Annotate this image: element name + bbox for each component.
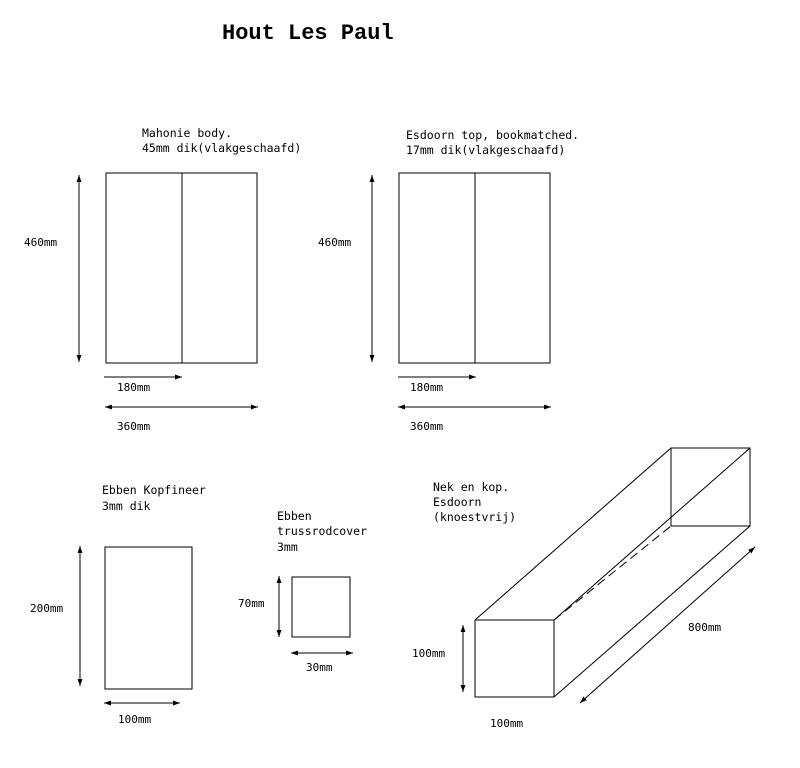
- maple-top-label: Esdoorn top, bookmatched.: [406, 128, 579, 142]
- maple-height-dim: 460mm: [318, 236, 351, 249]
- trussrod-cover-board: [291, 576, 351, 638]
- neck-block-top-left-edge: [474, 447, 672, 621]
- neck-width-dim: 100mm: [490, 717, 523, 730]
- headveneer-height-dim: 200mm: [30, 602, 63, 615]
- neck-block-back-face: [670, 447, 751, 527]
- mahogany-body-thickness: 45mm dik(vlakgeschaafd): [142, 141, 301, 155]
- neck-head-group: Nek en kop. Esdoorn (knoestvrij) 800mm 1…: [412, 447, 756, 730]
- trussrod-cover-group: Ebben trussrodcover 3mm 70mm 30mm: [238, 509, 367, 674]
- neck-block-front-face: [474, 619, 555, 698]
- ebony-headveneer-label: Ebben Kopfineer: [102, 483, 206, 497]
- neck-head-wood: Esdoorn: [433, 495, 481, 509]
- ebony-headveneer-thickness: 3mm dik: [102, 499, 151, 513]
- neck-block-bottom-right-edge: [553, 525, 751, 698]
- maple-width-dim: 360mm: [410, 420, 443, 433]
- neck-length-dim: 800mm: [688, 621, 721, 634]
- ebony-headveneer-group: Ebben Kopfineer 3mm dik 200mm 100mm: [30, 483, 206, 726]
- ebony-headveneer-board: [104, 546, 193, 690]
- neck-block-top-right-edge: [553, 447, 751, 621]
- neck-height-dim: 100mm: [412, 647, 445, 660]
- mahogany-body-group: Mahonie body. 45mm dik(vlakgeschaafd) 46…: [24, 126, 301, 433]
- neck-head-knotfree: (knoestvrij): [433, 510, 516, 524]
- trussrod-height-dim: 70mm: [238, 597, 265, 610]
- trussrod-width-dim: 30mm: [306, 661, 333, 674]
- mahogany-height-dim: 460mm: [24, 236, 57, 249]
- neck-block-hidden-edge: [553, 525, 672, 621]
- trussrod-cover-thickness: 3mm: [277, 540, 298, 554]
- trussrod-cover-label-2: trussrodcover: [277, 524, 367, 538]
- mahogany-width-dim: 360mm: [117, 420, 150, 433]
- maple-top-group: Esdoorn top, bookmatched. 17mm dik(vlakg…: [318, 128, 579, 433]
- maple-top-thickness: 17mm dik(vlakgeschaafd): [406, 143, 565, 157]
- mahogany-body-label: Mahonie body.: [142, 126, 232, 140]
- headveneer-width-dim: 100mm: [118, 713, 151, 726]
- diagram-title: Hout Les Paul: [222, 21, 394, 46]
- mahogany-half-width-dim: 180mm: [117, 381, 150, 394]
- maple-half-width-dim: 180mm: [410, 381, 443, 394]
- neck-length-arrow: [579, 546, 756, 704]
- trussrod-cover-label-1: Ebben: [277, 509, 312, 523]
- neck-head-label: Nek en kop.: [433, 480, 509, 494]
